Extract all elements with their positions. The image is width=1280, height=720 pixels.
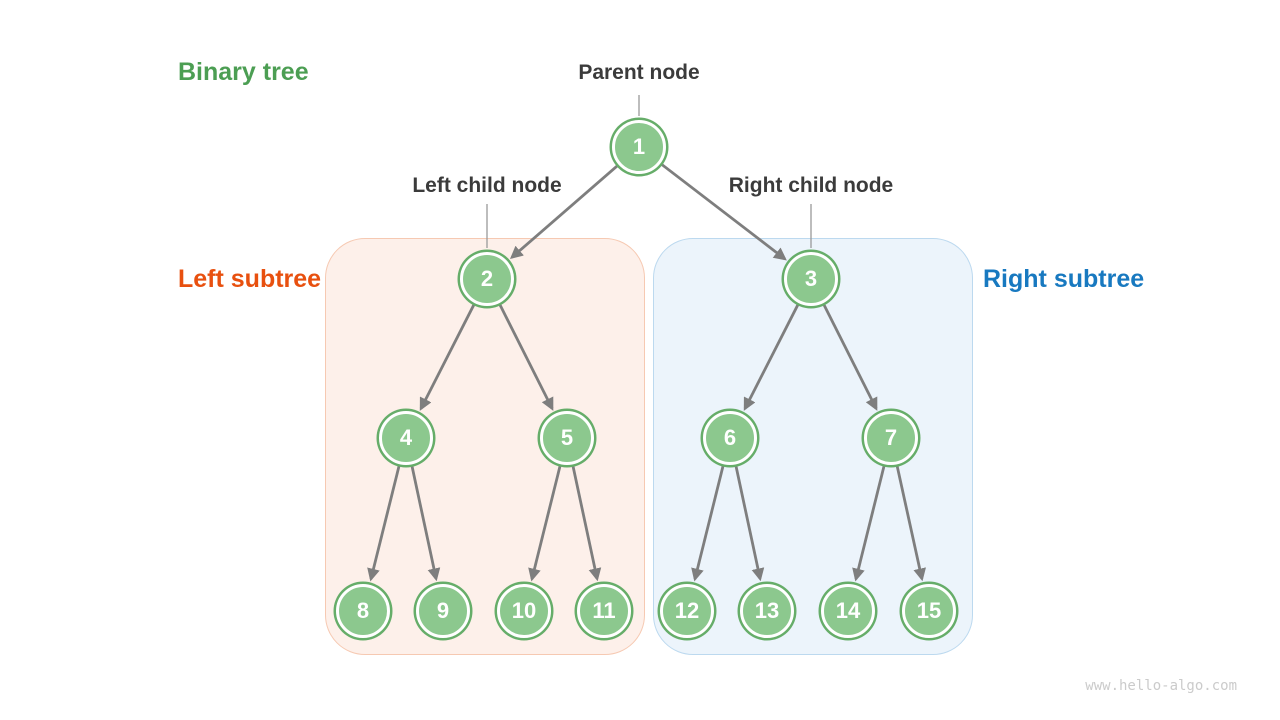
right-subtree-label: Right subtree [983, 265, 1145, 293]
tree-node-1: 1 [612, 120, 666, 174]
tree-node-10: 10 [497, 584, 551, 638]
right-child-node-label: Right child node [728, 174, 894, 197]
tree-node-14: 14 [821, 584, 875, 638]
watermark: www.hello-algo.com [1085, 678, 1237, 694]
tree-node-5: 5 [540, 411, 594, 465]
tree-node-12: 12 [660, 584, 714, 638]
tree-node-8: 8 [336, 584, 390, 638]
left-child-node-label: Left child node [412, 174, 562, 197]
left-subtree-label: Left subtree [178, 265, 322, 293]
tree-node-2: 2 [460, 252, 514, 306]
tree-node-3: 3 [784, 252, 838, 306]
parent-node-label: Parent node [578, 61, 700, 84]
tree-node-4: 4 [379, 411, 433, 465]
tree-node-6: 6 [703, 411, 757, 465]
diagram-title: Binary tree [178, 58, 309, 86]
tree-node-7: 7 [864, 411, 918, 465]
tree-node-15: 15 [902, 584, 956, 638]
tree-node-9: 9 [416, 584, 470, 638]
tree-node-13: 13 [740, 584, 794, 638]
tree-node-11: 11 [577, 584, 631, 638]
